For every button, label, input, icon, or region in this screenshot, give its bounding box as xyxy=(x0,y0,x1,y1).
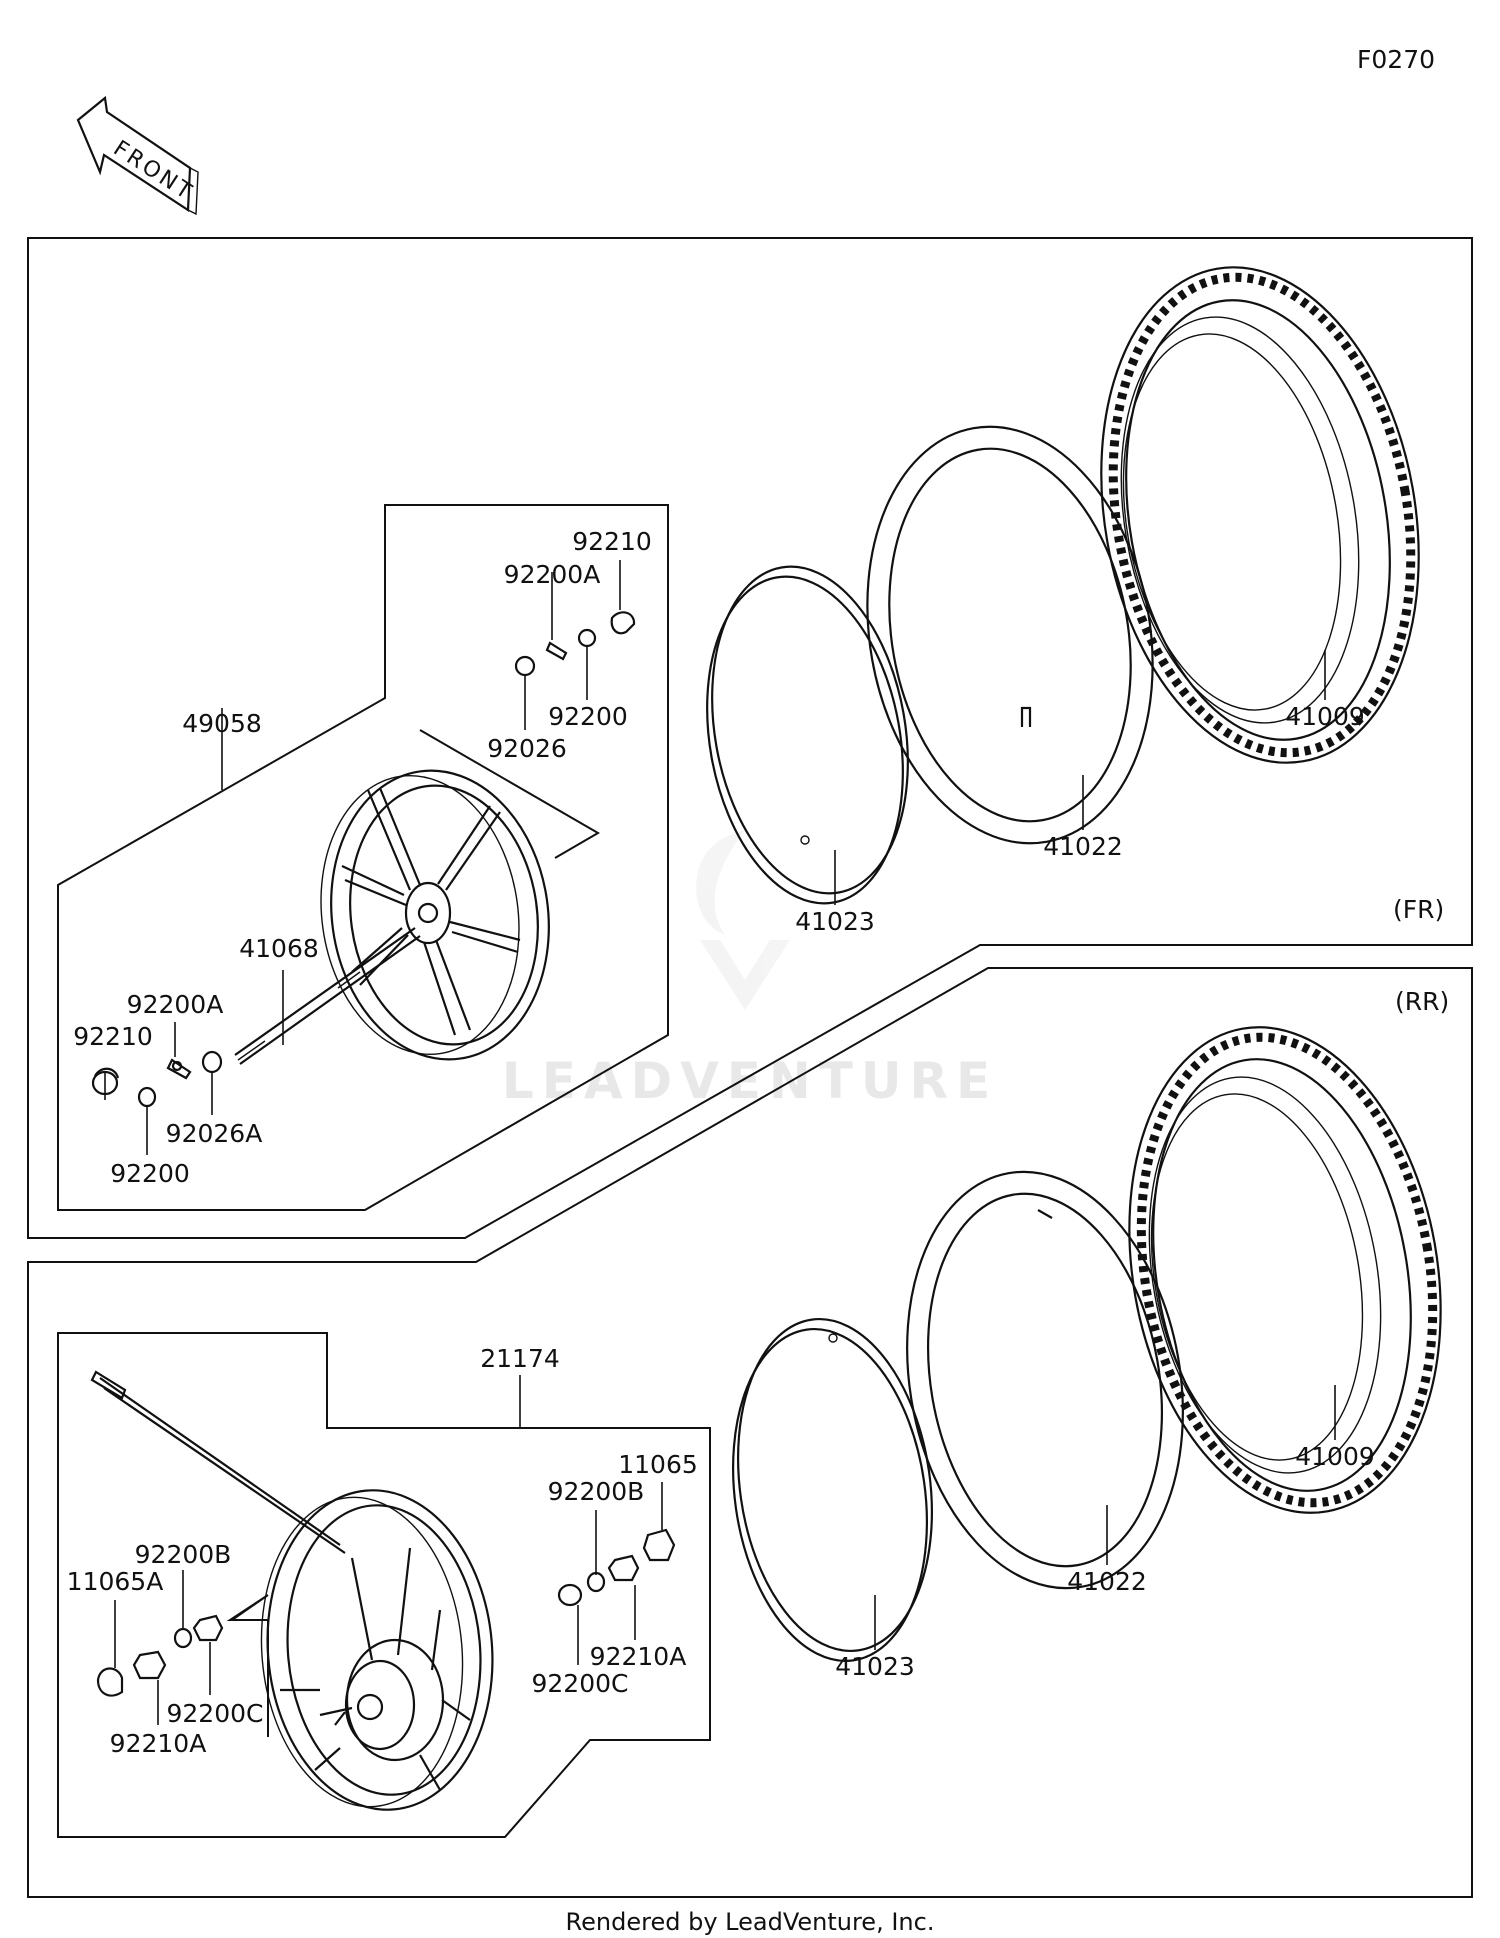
front-rim xyxy=(320,769,550,1061)
front-section-frame xyxy=(27,237,1473,1239)
front-tube xyxy=(866,425,1154,845)
rear-section-tag: (RR) xyxy=(1395,987,1449,1016)
label-92200a-top: 92200A xyxy=(504,560,601,589)
label-92200a-left: 92200A xyxy=(127,990,224,1019)
label-41009-rear: 41009 xyxy=(1295,1442,1375,1471)
label-41023-front: 41023 xyxy=(795,907,875,936)
front-arrow-label: FRONT xyxy=(109,136,198,206)
front-axle xyxy=(234,927,421,1065)
label-11065: 11065 xyxy=(618,1450,698,1479)
label-92200b-left: 92200B xyxy=(135,1540,232,1569)
label-92200c-left: 92200C xyxy=(167,1699,264,1728)
rear-tube xyxy=(906,1170,1184,1590)
rear-axle-rod xyxy=(90,1370,346,1554)
rear-rim-band xyxy=(731,1317,934,1663)
label-41068: 41068 xyxy=(239,934,319,963)
rear-tire xyxy=(1128,1026,1442,1514)
label-92210-left: 92210 xyxy=(73,1022,153,1051)
front-tire xyxy=(1100,266,1420,764)
front-section-tag: (FR) xyxy=(1393,895,1444,924)
rear-section: (RR) xyxy=(27,967,1473,1898)
watermark-logo xyxy=(696,830,790,1010)
front-rim-band xyxy=(706,565,909,905)
label-11065a: 11065A xyxy=(67,1567,164,1596)
rear-leader-lines xyxy=(114,1375,1336,1725)
rear-wheel-assembly-frame xyxy=(57,1332,711,1838)
front-arrow-icon: FRONT xyxy=(76,95,199,216)
front-leader-lines xyxy=(104,560,1326,1155)
diagram-code: F0270 xyxy=(1357,45,1435,74)
label-41023-rear: 41023 xyxy=(835,1652,915,1681)
label-92026a: 92026A xyxy=(166,1119,263,1148)
label-92200-top: 92200 xyxy=(548,702,628,731)
label-49058: 49058 xyxy=(182,709,262,738)
label-21174: 21174 xyxy=(480,1344,560,1373)
label-41009-front: 41009 xyxy=(1285,702,1365,731)
label-92210a-left: 92210A xyxy=(110,1729,207,1758)
watermark-text: LEADVENTURE xyxy=(502,1052,998,1110)
rear-section-frame xyxy=(27,967,1473,1898)
label-92026: 92026 xyxy=(487,734,567,763)
front-wheel-assembly-frame xyxy=(57,504,669,1211)
label-92210-top: 92210 xyxy=(572,527,652,556)
label-92200b-right: 92200B xyxy=(548,1477,645,1506)
rear-rim xyxy=(260,1489,494,1811)
label-41022-front: 41022 xyxy=(1043,832,1123,861)
label-92200c-right: 92200C xyxy=(532,1669,629,1698)
label-92200-left: 92200 xyxy=(110,1159,190,1188)
footer-credit: Rendered by LeadVenture, Inc. xyxy=(566,1908,935,1936)
label-41022-rear: 41022 xyxy=(1067,1567,1147,1596)
front-hub-guide xyxy=(419,729,600,859)
front-section: (FR) xyxy=(27,237,1473,1239)
label-92210a-right: 92210A xyxy=(590,1642,687,1671)
front-hardware xyxy=(91,611,636,1108)
